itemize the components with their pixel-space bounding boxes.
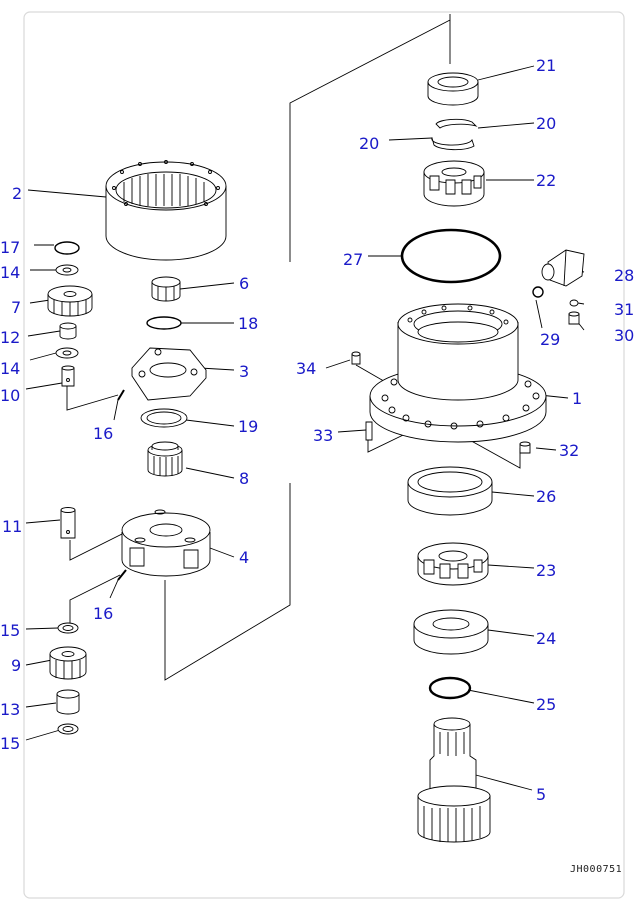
part-27-o-ring xyxy=(402,230,500,282)
callout-34[interactable]: 34 xyxy=(296,359,317,378)
callout-26[interactable]: 26 xyxy=(536,487,557,506)
callout-28[interactable]: 28 xyxy=(614,266,635,285)
part-12-needle-bearing xyxy=(60,323,76,339)
callout-17[interactable]: 17 xyxy=(0,238,21,257)
drawing-id: JH000751 xyxy=(570,864,623,875)
part-25-o-ring xyxy=(430,678,470,698)
callout-21[interactable]: 21 xyxy=(536,56,557,75)
part-34-plug xyxy=(352,352,360,364)
part-11-shaft-pin xyxy=(61,508,75,539)
part-23-bearing xyxy=(418,543,488,585)
callout-18[interactable]: 18 xyxy=(238,314,259,333)
callout-33[interactable]: 33 xyxy=(313,426,334,445)
part-29-o-ring xyxy=(533,287,543,297)
callout-14[interactable]: 14 xyxy=(0,359,21,378)
callout-30[interactable]: 30 xyxy=(614,326,635,345)
callout-12[interactable]: 12 xyxy=(0,328,21,347)
part-32-plug xyxy=(520,442,530,453)
callout-29[interactable]: 29 xyxy=(540,330,561,349)
callout-14[interactable]: 14 xyxy=(0,263,21,282)
callout-24[interactable]: 24 xyxy=(536,629,557,648)
part-7-gear xyxy=(48,286,92,316)
callout-20[interactable]: 20 xyxy=(536,114,557,133)
callout-16[interactable]: 16 xyxy=(93,424,114,443)
part-22-bearing xyxy=(424,161,484,206)
callout-1[interactable]: 1 xyxy=(572,389,583,408)
part-13-needle-bearing xyxy=(57,690,79,714)
part-31-o-ring xyxy=(570,300,578,306)
callout-27[interactable]: 27 xyxy=(343,250,364,269)
part-17-snap-ring xyxy=(55,242,79,254)
part-14-washer xyxy=(56,265,78,275)
callout-15[interactable]: 15 xyxy=(0,734,21,753)
part-5-shaft xyxy=(418,718,490,842)
callout-16[interactable]: 16 xyxy=(93,604,114,623)
callout-25[interactable]: 25 xyxy=(536,695,557,714)
part-33-pin xyxy=(366,422,372,440)
part-16-spring-pin xyxy=(118,390,124,400)
callout-23[interactable]: 23 xyxy=(536,561,557,580)
part-21-collar xyxy=(428,73,478,105)
part-3-carrier xyxy=(132,348,206,400)
part-10-shaft-pin xyxy=(62,366,74,386)
part-6-gear xyxy=(152,277,180,301)
part-15-washer xyxy=(58,724,78,734)
callout-15[interactable]: 15 xyxy=(0,621,21,640)
callout-6[interactable]: 6 xyxy=(239,274,250,293)
callout-4[interactable]: 4 xyxy=(239,548,250,567)
callout-13[interactable]: 13 xyxy=(0,700,21,719)
part-19-thrust-ring xyxy=(141,409,187,427)
part-24-seal xyxy=(414,610,488,654)
callout-22[interactable]: 22 xyxy=(536,171,557,190)
callout-31[interactable]: 31 xyxy=(614,300,635,319)
callout-19[interactable]: 19 xyxy=(238,417,259,436)
callout-20[interactable]: 20 xyxy=(359,134,380,153)
part-26-ring-gear xyxy=(408,467,492,515)
callout-2[interactable]: 2 xyxy=(12,184,23,203)
leader-lines xyxy=(25,65,585,791)
part-4-carrier xyxy=(122,510,210,576)
callout-11[interactable]: 11 xyxy=(2,517,23,536)
part-9-planet-gear xyxy=(50,647,86,679)
part-14-washer xyxy=(56,348,78,358)
part-1-housing xyxy=(370,304,546,442)
part-2-ring-gear xyxy=(106,161,226,261)
callout-9[interactable]: 9 xyxy=(11,656,22,675)
part-30-plug xyxy=(569,312,579,324)
callout-5[interactable]: 5 xyxy=(536,785,547,804)
callout-8[interactable]: 8 xyxy=(239,469,250,488)
part-28-elbow-fitting xyxy=(542,250,584,286)
part-15-washer xyxy=(58,623,78,633)
callout-32[interactable]: 32 xyxy=(559,441,580,460)
callout-10[interactable]: 10 xyxy=(0,386,21,405)
callout-7[interactable]: 7 xyxy=(11,298,22,317)
part-18-snap-ring xyxy=(147,317,181,329)
part-8-sun-gear xyxy=(148,442,182,476)
part-20-split-ring xyxy=(432,119,476,149)
part-16-spring-pin xyxy=(118,570,126,580)
callout-3[interactable]: 3 xyxy=(239,362,250,381)
